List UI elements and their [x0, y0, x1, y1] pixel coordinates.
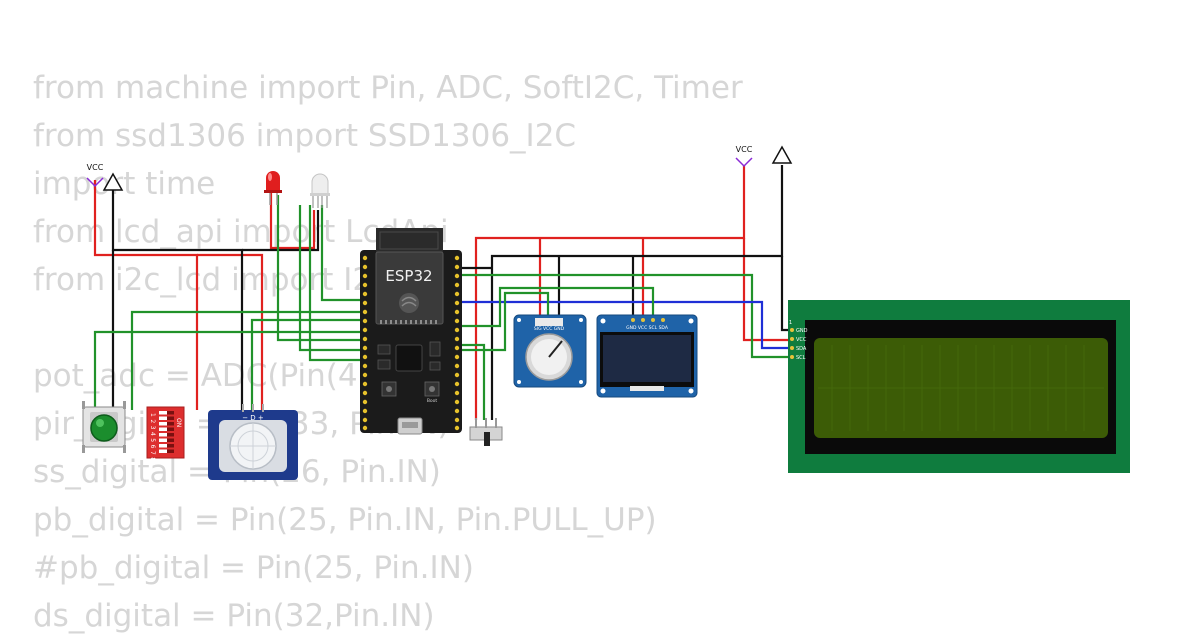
- lcd-pin-vcc-label: VCC: [796, 337, 807, 343]
- oled-pin-label: GND VCC SCL SDA: [626, 325, 669, 331]
- esp32-chip-label: ESP32: [385, 267, 432, 285]
- oled-display[interactable]: GND VCC SCL SDA: [596, 314, 698, 398]
- dip-switch[interactable]: ON 1 2 3 4 5 6 7 8: [146, 406, 185, 461]
- wire-red-led[interactable]: [269, 190, 316, 250]
- slide-switch[interactable]: [469, 418, 503, 446]
- lcd-pin-sda-label: SDA: [796, 346, 807, 352]
- wire-green-button[interactable]: [93, 330, 365, 410]
- dip-numbers-label: 1 2 3 4 5 6 7 8: [149, 413, 156, 461]
- code-line: ds_digital = Pin(32,Pin.IN): [33, 598, 435, 634]
- wire-green-oled-scl[interactable]: [455, 286, 655, 328]
- wire-vcc-lcd[interactable]: [742, 238, 790, 342]
- code-line: #pb_digital = Pin(25, Pin.IN): [33, 550, 474, 586]
- wire-green-led4[interactable]: [320, 205, 365, 302]
- code-line: from ssd1306 import SSD1306_I2C: [33, 118, 577, 154]
- boot-label: Boot: [427, 398, 438, 404]
- wire-green-led2[interactable]: [298, 205, 365, 352]
- wire-green-dip[interactable]: [130, 310, 365, 410]
- rgb-led[interactable]: [310, 173, 330, 208]
- lcd-pin-scl-label: SCL: [796, 355, 806, 361]
- wire-green-led3[interactable]: [308, 205, 365, 362]
- dip-on-label: ON: [175, 418, 182, 427]
- wire-gnd-left[interactable]: [111, 190, 244, 410]
- lcd-pin-gnd-label: GND: [796, 328, 808, 334]
- pir-sensor[interactable]: − D +: [208, 404, 298, 480]
- wire-green-led1[interactable]: [276, 195, 365, 342]
- wire-vcc-right[interactable]: [474, 165, 746, 420]
- vcc-symbol-right: VCC: [735, 145, 753, 168]
- ground-symbol-right: [771, 145, 793, 164]
- wire-gnd-lcd[interactable]: [780, 256, 790, 332]
- esp32-board[interactable]: ESP32 Boot: [360, 228, 462, 435]
- wire-blue-sda[interactable]: [455, 300, 790, 350]
- wire-gnd-right[interactable]: [490, 165, 784, 420]
- lcd-pin-one-label: 1: [789, 320, 792, 326]
- red-led[interactable]: [264, 171, 282, 205]
- code-line: import time: [33, 166, 216, 202]
- lcd-1602[interactable]: 1 GND VCC SDA SCL: [788, 300, 1130, 473]
- pot-pin-label: SIG VCC GND: [534, 326, 565, 332]
- wire-green-pot-sig[interactable]: [455, 291, 550, 352]
- wire-green-pir[interactable]: [250, 318, 365, 410]
- vcc-symbol-left: VCC: [86, 163, 104, 188]
- wire-vcc-left[interactable]: [93, 180, 199, 410]
- wires: [93, 165, 790, 420]
- wire-green-esp-lcd[interactable]: [455, 273, 790, 359]
- potentiometer[interactable]: SIG VCC GND: [513, 314, 587, 388]
- wire-gnd-led[interactable]: [242, 210, 320, 252]
- vcc-label-right: VCC: [736, 145, 753, 154]
- vcc-label-left: VCC: [87, 163, 104, 172]
- push-button[interactable]: [82, 401, 126, 453]
- code-line: pb_digital = Pin(25, Pin.IN, Pin.PULL_UP…: [33, 502, 657, 538]
- wire-green-switch[interactable]: [455, 343, 486, 420]
- pir-pin-label: − D +: [242, 414, 264, 422]
- ground-symbol-left: [102, 172, 124, 191]
- wire-vcc-pir[interactable]: [197, 253, 264, 410]
- code-line: from machine import Pin, ADC, SoftI2C, T…: [33, 70, 743, 106]
